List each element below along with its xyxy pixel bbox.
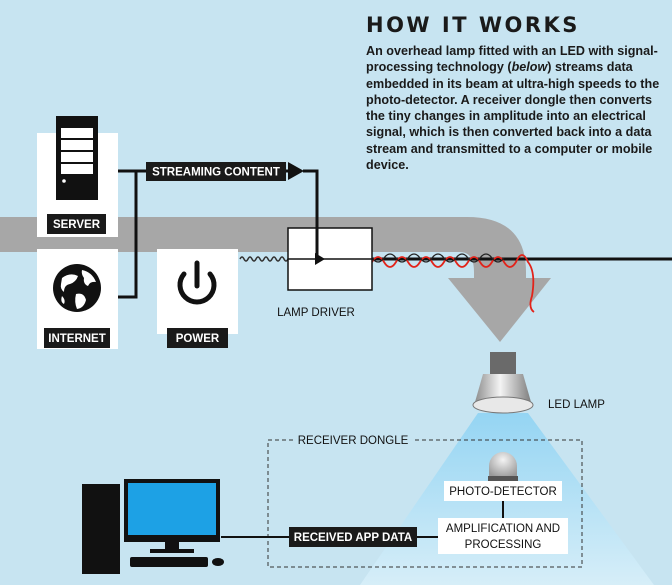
globe-icon [53,264,101,312]
power-label-bg [167,328,228,348]
description-part-2: ) streams data embedded in its beam at u… [366,60,660,173]
description-italic: below [511,60,548,75]
internet-label: INTERNET [48,333,106,345]
internet-label-bg [44,328,110,348]
server-label: SERVER [53,219,101,231]
computer-icon [82,479,224,574]
lamp-driver-label: LAMP DRIVER [277,307,355,319]
amplification-label-line2: PROCESSING [465,539,542,551]
amplification-label-bg [438,518,568,554]
receiver-dongle-label-bg [293,432,413,448]
power-icon [177,260,217,305]
received-app-data-label-bg [289,527,417,547]
photo-detector-label: PHOTO-DETECTOR [449,486,557,498]
led-lamp-icon [472,352,534,414]
signal-wave [371,254,535,313]
receiver-dongle-label: RECEIVER DONGLE [298,435,409,447]
photo-detector-label-bg [444,481,562,501]
description-part-1: An overhead lamp fitted with an LED with… [366,44,658,75]
mouse [212,558,224,566]
server-box: SERVER [37,116,118,237]
monitor-screen [128,483,216,535]
received-app-data-label: RECEIVED APP DATA [294,532,412,544]
power-box: POWER [157,249,238,348]
receiver-dongle-boundary [267,439,583,568]
streaming-arrow-head [288,162,304,180]
server-label-bg [47,214,106,234]
pipe-arrow [448,278,551,342]
description-text: An overhead lamp fitted with an LED with… [366,43,669,173]
power-label: POWER [176,333,220,345]
amplification-label-line1: AMPLIFICATION AND [446,523,560,535]
led-lamp-label: LED LAMP [548,399,605,411]
heading-title: HOW IT WORKS [366,13,580,37]
power-coil-wire [239,256,293,262]
grey-pipe [0,217,526,278]
lamp-driver-box [287,227,373,291]
internet-box: INTERNET [37,249,118,349]
photo-detector-icon [488,452,518,481]
streaming-content-label: STREAMING CONTENT [152,167,280,179]
black-wave [371,253,505,263]
keyboard [130,557,208,567]
streaming-content-label-bg [146,162,286,181]
computer-tower [82,484,120,574]
